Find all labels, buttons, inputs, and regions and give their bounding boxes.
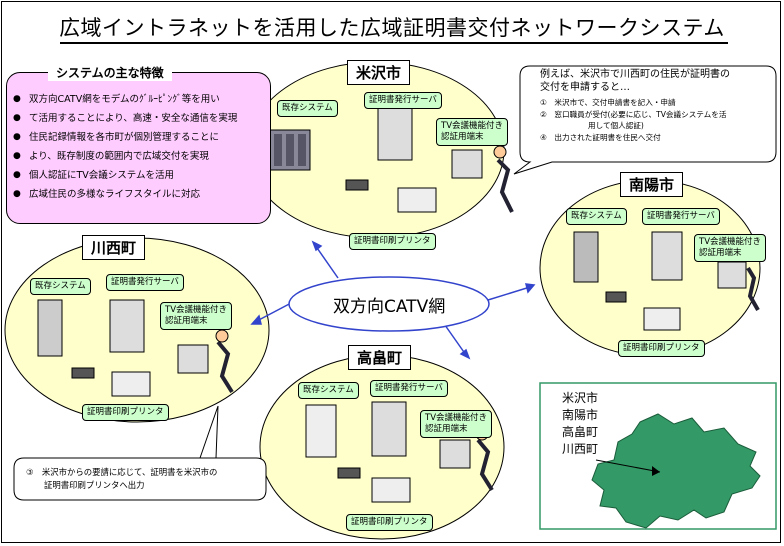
- feature-item: 個人認証にTV会議システムを活用: [13, 166, 269, 185]
- network-links: [250, 240, 536, 360]
- kawanishi-server-label: 証明書発行サーバ: [106, 274, 184, 291]
- kawanishi-tv-label: TV会議機能付き認証用端末: [160, 302, 233, 330]
- city-nanyo: 南陽市: [620, 172, 684, 197]
- feature-item: て活用することにより、高速・安全な通信を実現: [13, 109, 269, 128]
- features-panel: 双方向CATV網をモデムのｸﾞﾙｰﾋﾟﾝｸﾞ等を用い て活用することにより、高速…: [6, 72, 271, 224]
- city-kawanishi: 川西町: [82, 235, 146, 260]
- takahata-existing-label: 既存システム: [298, 382, 359, 399]
- callout-top-bubble: [513, 65, 777, 175]
- feature-item: より、既存制度の範囲内で広域交付を実現: [13, 147, 269, 166]
- page-title: 広域イントラネットを活用した広域証明書交付ネットワークシステム: [59, 16, 725, 40]
- yonezawa-printer-label: 証明書印刷プリンタ: [349, 233, 436, 250]
- feature-item: 広域住民の多様なライフスタイルに対応: [13, 185, 269, 204]
- catv-label: 双方向CATV網: [333, 297, 446, 317]
- takahata-server-label: 証明書発行サーバ: [370, 380, 448, 397]
- takahata-equipment: [305, 401, 494, 503]
- yonezawa-server-label: 証明書発行サーバ: [364, 92, 442, 109]
- nanyo-existing-label: 既存システム: [566, 208, 627, 225]
- nanyo-printer-label: 証明書印刷プリンタ: [618, 340, 705, 357]
- takahata-printer-label: 証明書印刷プリンタ: [346, 514, 433, 531]
- features-heading: システムの主な特徴: [48, 64, 172, 81]
- region-map: [591, 413, 761, 529]
- nanyo-equipment: [573, 231, 760, 331]
- callout-bottom-text: ③ 米沢市からの要請に応じて、証明書を米沢市の 証明書印刷プリンタへ出力: [26, 467, 218, 490]
- nanyo-server-label: 証明書発行サーバ: [642, 208, 720, 225]
- callout-top-steps: ① 米沢市で、交付申請書を記入・申請 ② 窓口職員が受付(必要に応じ、TV会議シ…: [540, 98, 727, 142]
- takahata-tv-label: TV会議機能付き認証用端末: [420, 410, 493, 438]
- nanyo-tv-label: TV会議機能付き認証用端末: [694, 234, 767, 262]
- callout-bottom-bubble: [13, 405, 267, 501]
- catv-ellipse: [288, 276, 490, 332]
- title-underline: [60, 42, 728, 44]
- callout-top-intro: 例えば、米沢市で川西町の住民が証明書の 交付を申請すると…: [540, 69, 730, 93]
- city-takahata: 高畠町: [348, 345, 412, 370]
- yonezawa-tv-label: TV会議機能付き認証用端末: [436, 118, 509, 146]
- feature-item: 双方向CATV網をモデムのｸﾞﾙｰﾋﾟﾝｸﾞ等を用い: [13, 90, 269, 109]
- kawanishi-printer-label: 証明書印刷プリンタ: [82, 404, 169, 421]
- kawanishi-existing-label: 既存システム: [30, 278, 91, 295]
- feature-item: 住民記録情報を各市町が個別管理することに: [13, 128, 269, 147]
- yonezawa-existing-label: 既存システム: [277, 100, 338, 117]
- kawanishi-equipment: [37, 299, 234, 397]
- city-yonezawa: 米沢市: [347, 60, 411, 85]
- map-legend: 米沢市 南陽市 高畠町 川西町: [562, 391, 599, 456]
